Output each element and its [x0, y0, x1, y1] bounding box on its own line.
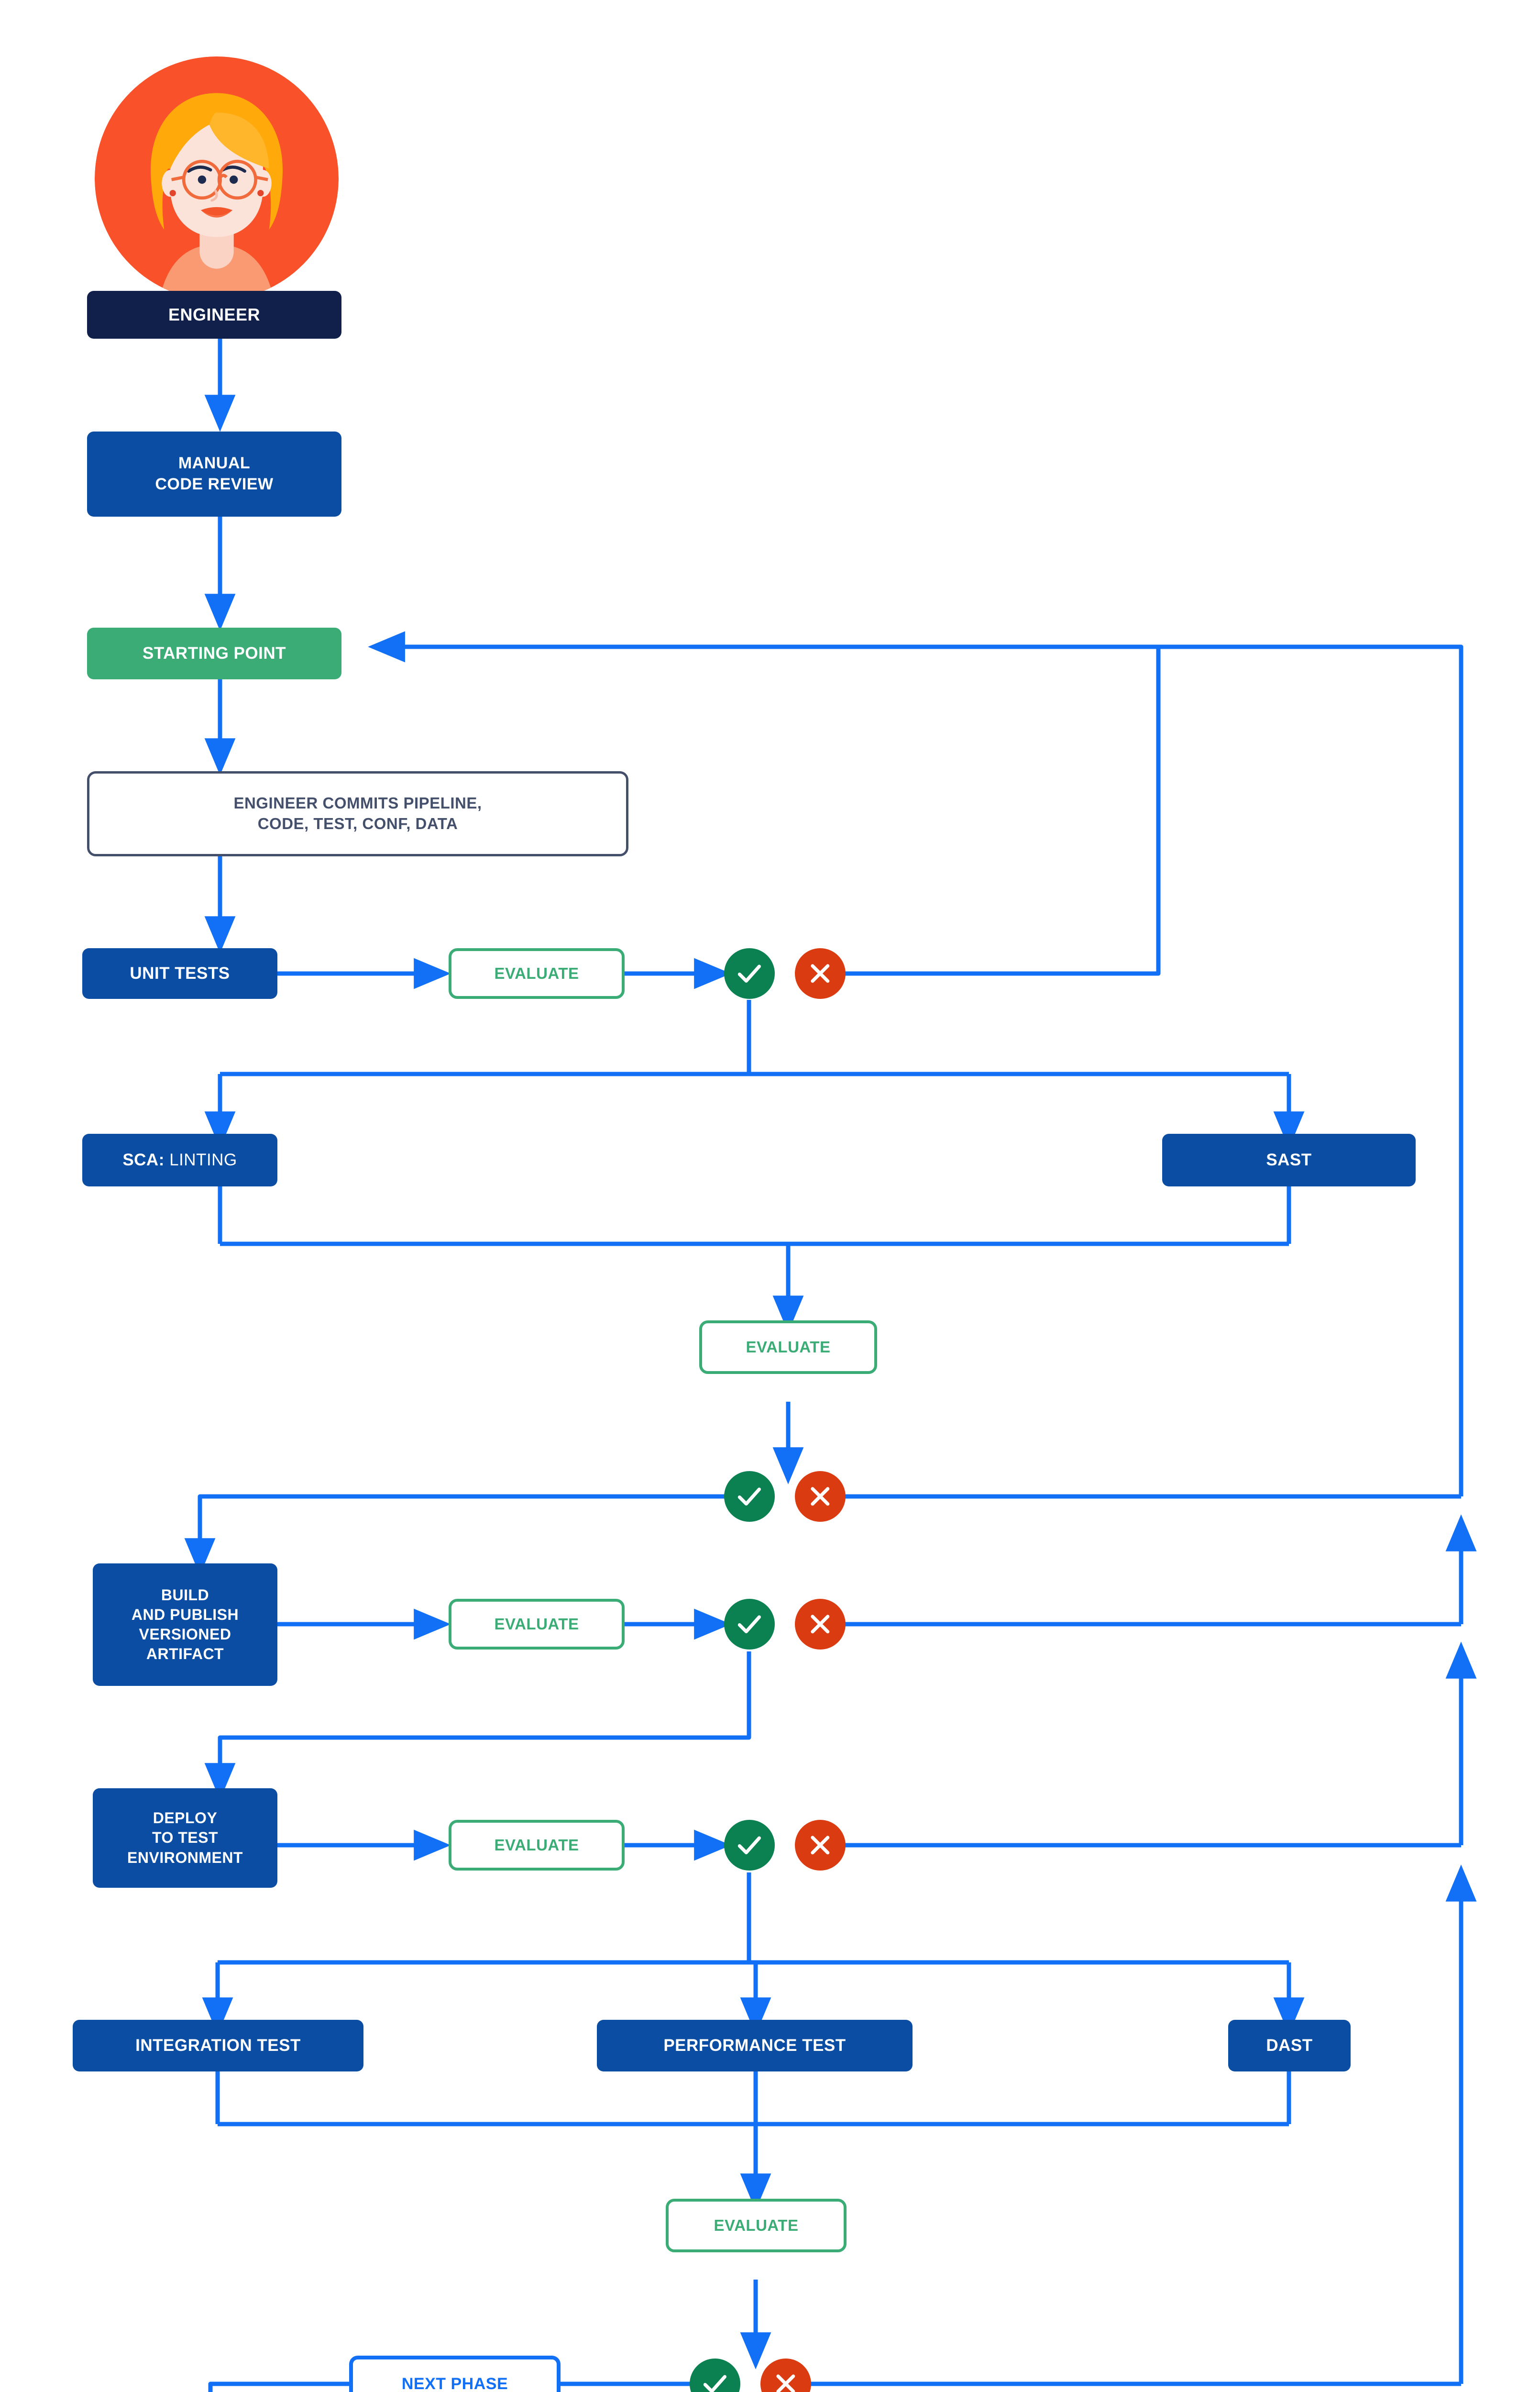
node-sca-linting[interactable]: SCA: LINTING [82, 1134, 277, 1186]
cross-icon [776, 2374, 795, 2392]
check-icon [703, 2375, 727, 2392]
node-integration-test[interactable]: INTEGRATION TEST [73, 2020, 363, 2071]
engineer-avatar [95, 56, 339, 300]
check-icon [737, 1836, 761, 1855]
node-next-phase-label: NEXT PHASE [401, 2374, 508, 2392]
node-build-publish-line1: BUILD [161, 1586, 209, 1604]
node-unit-tests-label: UNIT TESTS [130, 964, 230, 983]
node-build-publish-line2: AND PUBLISH [131, 1606, 239, 1624]
cross-icon [811, 1615, 830, 1634]
node-starting-point-label: STARTING POINT [143, 644, 286, 663]
status-static-analysis-pass[interactable] [724, 1471, 775, 1522]
status-dynamic-tests-pass[interactable] [690, 2359, 740, 2392]
node-engineer-commits[interactable]: ENGINEER COMMITS PIPELINE, CODE, TEST, C… [87, 771, 628, 856]
node-engineer-commits-line2: CODE, TEST, CONF, DATA [257, 815, 458, 832]
gate-deploy-label: EVALUATE [494, 1836, 579, 1854]
gate-dynamic-tests[interactable]: EVALUATE [666, 2199, 847, 2252]
node-sca-linting-rest: LINTING [164, 1151, 237, 1169]
node-integration-test-label: INTEGRATION TEST [135, 2036, 301, 2055]
gate-dynamic-tests-label: EVALUATE [714, 2216, 799, 2234]
engineer-avatar-icon [95, 56, 339, 300]
wire-nextphase-exit [208, 2381, 349, 2392]
gate-deploy[interactable]: EVALUATE [449, 1820, 625, 1871]
gate-build-label: EVALUATE [494, 1615, 579, 1633]
status-unit-tests-fail[interactable] [795, 948, 846, 999]
node-engineer[interactable]: ENGINEER [87, 291, 341, 339]
check-icon [737, 964, 761, 983]
node-deploy-test-env-line2: TO TEST [152, 1829, 219, 1847]
status-build-fail[interactable] [795, 1599, 846, 1650]
node-engineer-label: ENGINEER [168, 305, 261, 324]
status-dynamic-tests-fail[interactable] [760, 2359, 811, 2392]
node-sast[interactable]: SAST [1162, 1134, 1416, 1186]
node-dast-label: DAST [1266, 2036, 1313, 2055]
node-starting-point[interactable]: STARTING POINT [87, 628, 341, 679]
node-dast[interactable]: DAST [1228, 2020, 1351, 2071]
check-icon [737, 1615, 761, 1634]
status-static-analysis-fail[interactable] [795, 1471, 846, 1522]
node-build-publish[interactable]: BUILD AND PUBLISH VERSIONED ARTIFACT [93, 1563, 277, 1686]
cross-icon [811, 1836, 830, 1855]
node-manual-code-review[interactable]: MANUAL CODE REVIEW [87, 432, 341, 517]
node-manual-code-review-line1: MANUAL [178, 454, 251, 473]
gate-static-analysis[interactable]: EVALUATE [699, 1320, 877, 1374]
node-sca-linting-strong: SCA: [122, 1151, 165, 1169]
node-manual-code-review-line2: CODE REVIEW [155, 475, 274, 493]
check-icon [737, 1487, 761, 1506]
gate-unit-tests[interactable]: EVALUATE [449, 948, 625, 999]
node-next-phase[interactable]: NEXT PHASE [349, 2356, 561, 2392]
node-deploy-test-env-line3: ENVIRONMENT [127, 1849, 243, 1866]
node-performance-test-label: PERFORMANCE TEST [663, 2036, 846, 2055]
status-build-pass[interactable] [724, 1599, 775, 1650]
wire-static-pass-to-build [184, 1494, 735, 1575]
gate-static-analysis-label: EVALUATE [746, 1338, 831, 1356]
cross-icon [811, 964, 830, 983]
node-deploy-test-env-line1: DEPLOY [153, 1809, 218, 1827]
gate-build[interactable]: EVALUATE [449, 1599, 625, 1650]
status-unit-tests-pass[interactable] [724, 948, 775, 999]
status-deploy-fail[interactable] [795, 1820, 846, 1871]
node-build-publish-line3: VERSIONED [139, 1626, 231, 1643]
node-sast-label: SAST [1266, 1151, 1312, 1169]
node-engineer-commits-line1: ENGINEER COMMITS PIPELINE, [233, 794, 482, 812]
node-performance-test[interactable]: PERFORMANCE TEST [597, 2020, 913, 2071]
cross-icon [811, 1487, 830, 1506]
node-unit-tests[interactable]: UNIT TESTS [82, 948, 277, 999]
wire-build-pass-to-deploy [204, 1651, 751, 1800]
node-build-publish-line4: ARTIFACT [146, 1645, 224, 1662]
gate-unit-tests-label: EVALUATE [494, 964, 579, 982]
node-deploy-test-env[interactable]: DEPLOY TO TEST ENVIRONMENT [93, 1788, 277, 1888]
status-deploy-pass[interactable] [724, 1820, 775, 1871]
